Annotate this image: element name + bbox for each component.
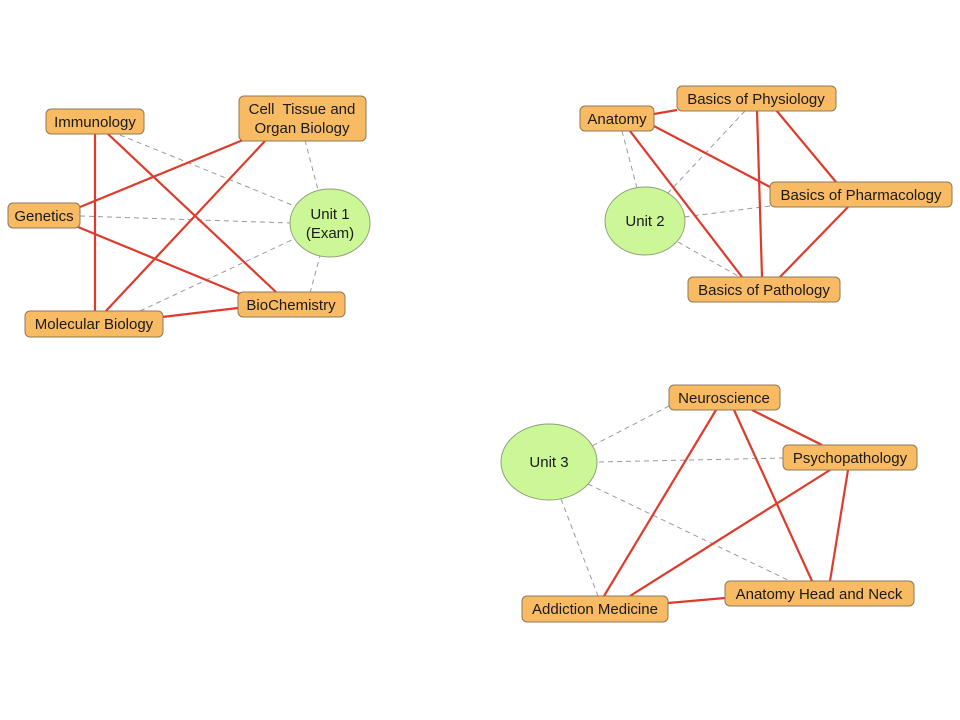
node-psychopathology[interactable]: Psychopathology [782, 444, 918, 471]
unit-ellipse [500, 423, 598, 501]
weak-link [587, 483, 791, 582]
strong-link [161, 306, 239, 319]
topic-box [579, 105, 655, 132]
strong-link [77, 225, 246, 298]
node-basics-of-physiology[interactable]: Basics of Physiology [676, 85, 837, 112]
topic-box [769, 181, 953, 208]
node-label: Anatomy [587, 111, 647, 128]
weak-link [589, 405, 670, 448]
unit3-network: Neuroscience Psychopathology Addiction M… [500, 384, 918, 623]
node-label: Neuroscience [678, 390, 770, 407]
unit-ellipse [289, 188, 371, 258]
topic-box [687, 276, 841, 303]
node-basics-of-pathology[interactable]: Basics of Pathology [687, 276, 841, 303]
node-label: Addiction Medicine [532, 601, 658, 618]
weak-link [79, 215, 291, 224]
strong-link [732, 409, 814, 582]
unit2-network: Anatomy Basics of Physiology Basics of P… [579, 85, 953, 303]
node-unit-3[interactable]: Unit 3 [500, 423, 598, 501]
node-label: BioChemistry [246, 297, 336, 314]
node-label: Basics of Pathology [698, 282, 830, 299]
node-label: Anatomy Head and Neck [736, 586, 903, 603]
unit-label: Unit 3 [529, 454, 568, 471]
node-label: Basics of Pharmacology [781, 187, 942, 204]
weak-link [667, 110, 746, 194]
node-addiction-medicine[interactable]: Addiction Medicine [521, 595, 669, 623]
node-anatomy[interactable]: Anatomy [579, 105, 655, 132]
weak-link [683, 205, 771, 218]
node-label: Psychopathology [793, 450, 908, 467]
strong-link [649, 123, 773, 189]
topic-box [668, 384, 781, 411]
node-biochemistry[interactable]: BioChemistry [237, 291, 346, 318]
node-immunology[interactable]: Immunology [45, 108, 145, 135]
strong-link [79, 138, 244, 209]
strong-link [667, 596, 726, 605]
topic-box [7, 202, 81, 229]
topic-box [24, 310, 164, 338]
node-molecular-biology[interactable]: Molecular Biology [24, 310, 164, 338]
node-label: Genetics [14, 208, 73, 225]
node-anatomy-head-and-neck[interactable]: Anatomy Head and Neck [724, 580, 915, 607]
strong-link [629, 130, 743, 278]
node-label: Immunology [54, 114, 136, 131]
strong-link [828, 469, 850, 582]
strong-link [755, 109, 764, 278]
weak-link [560, 498, 599, 597]
topic-box [521, 595, 669, 623]
strong-link [603, 409, 717, 597]
node-label-line-1: Cell Tissue and [249, 101, 356, 118]
weak-link [139, 237, 297, 312]
node-cell-tissue-organ-biology[interactable]: Cell Tissue and Organ Biology [238, 95, 367, 142]
topic-box [237, 291, 346, 318]
strong-link [107, 133, 278, 294]
node-basics-of-pharmacology[interactable]: Basics of Pharmacology [769, 181, 953, 208]
topic-box [238, 95, 367, 142]
weak-link [677, 241, 739, 277]
strong-link [653, 108, 678, 116]
weak-link [119, 134, 293, 206]
unit-ellipse [604, 186, 686, 256]
unit-label-line-2: (Exam) [306, 225, 354, 242]
strong-link [779, 206, 849, 278]
unit-label: Unit 2 [625, 213, 664, 230]
topic-box [724, 580, 915, 607]
strong-link [104, 140, 266, 313]
strong-link [751, 409, 823, 446]
unit-label-line-1: Unit 1 [310, 206, 349, 223]
topic-box [782, 444, 918, 471]
node-genetics[interactable]: Genetics [7, 202, 81, 229]
weak-link [304, 139, 319, 191]
topic-box [676, 85, 837, 112]
weak-link [621, 130, 638, 189]
strong-link [775, 109, 837, 183]
weak-link [309, 255, 321, 294]
node-unit-1[interactable]: Unit 1 (Exam) [289, 188, 371, 258]
strong-link [629, 469, 831, 597]
node-neuroscience[interactable]: Neuroscience [668, 384, 781, 411]
node-label-line-2: Organ Biology [254, 120, 350, 137]
node-unit-2[interactable]: Unit 2 [604, 186, 686, 256]
node-label: Basics of Physiology [687, 91, 825, 108]
unit1-network: Immunology Cell Tissue and Organ Biology… [7, 95, 371, 338]
topic-box [45, 108, 145, 135]
node-label: Molecular Biology [35, 316, 154, 333]
weak-link [596, 457, 785, 463]
